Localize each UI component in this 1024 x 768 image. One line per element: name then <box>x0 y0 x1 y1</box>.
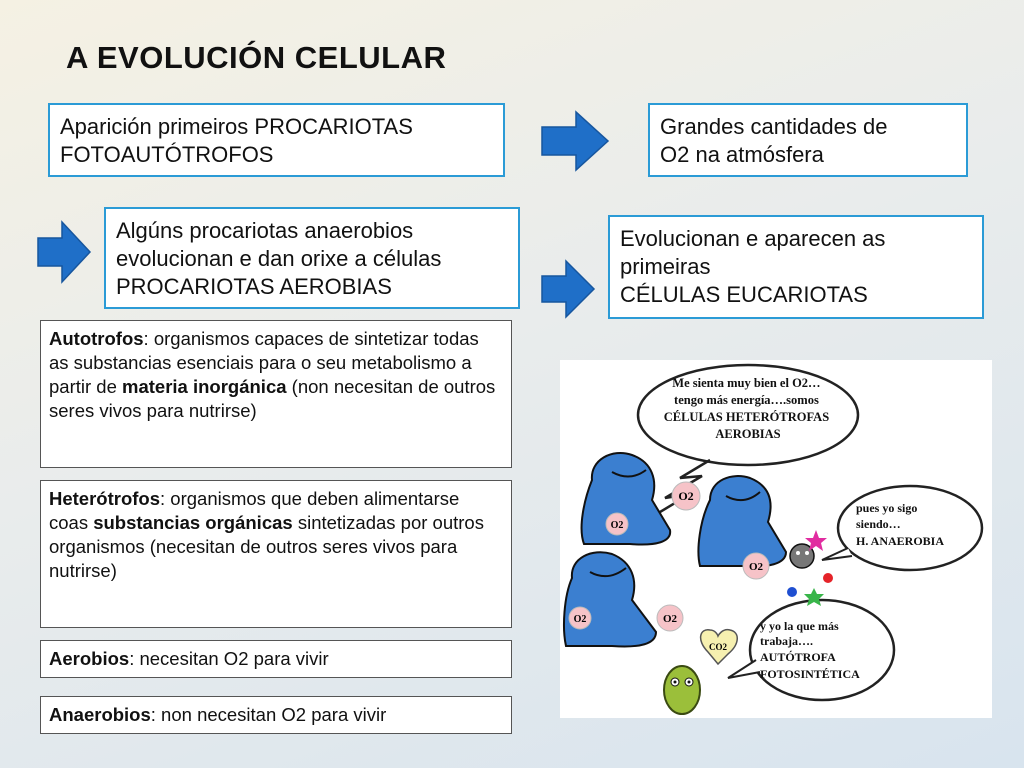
flow-box-line: Aparición primeiros PROCARIOTAS <box>60 114 413 139</box>
definition-term: Autotrofos <box>49 328 144 349</box>
star-icon <box>804 588 824 606</box>
bubble-bottom-line: y yo la que más <box>760 619 839 633</box>
definition-aerobios: Aerobios: necesitan O2 para vivir <box>40 640 512 678</box>
svg-text:pues yo sigo siendo…: pues yo sigo siendo… H. ANAEROBIA <box>856 501 944 548</box>
blue-cell-icon <box>580 452 672 546</box>
definition-autotrofos: Autotrofos: organismos capaces de sintet… <box>40 320 512 468</box>
grey-creature-icon <box>789 543 815 569</box>
bubble-top-line: AEROBIAS <box>715 427 780 441</box>
right-arrow-icon <box>37 220 92 284</box>
definition-heterotrofos: Heterótrofos: organismos que deben alime… <box>40 480 512 628</box>
bubble-middle-line: pues yo sigo <box>856 501 917 515</box>
cartoon-illustration: Me sienta muy bien el O2… tengo más ener… <box>560 360 992 718</box>
bubble-bottom-line: AUTÓTROFA <box>760 650 836 664</box>
definition-bold-text: substancias orgánicas <box>93 512 293 533</box>
flow-box-line: O2 na atmósfera <box>660 142 824 167</box>
o2-bubble-icon <box>742 552 770 580</box>
blue-cell-icon <box>563 551 658 648</box>
definition-term: Aerobios <box>49 648 130 669</box>
o2-bubble-icon <box>656 604 684 632</box>
blue-cell-icon <box>697 475 788 568</box>
flow-box-line: Grandes cantidades de <box>660 114 888 139</box>
flow-box-procariotas-fotoautotrofos: Aparición primeiros PROCARIOTAS FOTOAUTÓ… <box>48 103 505 177</box>
definition-text: : organismos que deben alimentarse coas <box>49 488 460 533</box>
flow-box-celulas-eucariotas: Evolucionan e aparecen as primeiras CÉLU… <box>608 215 984 319</box>
o2-label: O2 <box>749 561 764 573</box>
flow-box-o2-atmosfera: Grandes cantidades de O2 na atmósfera <box>648 103 968 177</box>
bubble-middle-line: H. ANAEROBIA <box>856 534 944 548</box>
right-arrow-icon <box>541 259 596 319</box>
flow-box-line: evolucionan e dan orixe a células <box>116 246 442 271</box>
svg-text:y yo la que más trabaja…: y yo la que más trabaja…. AUTÓTROFA FOTO… <box>760 619 860 681</box>
flow-box-procariotas-aerobias: Algúns procariotas anaerobios evoluciona… <box>104 207 520 309</box>
dot-icon <box>787 587 797 597</box>
bubble-top-line: Me sienta muy bien el O2… <box>672 376 820 390</box>
bubble-bottom-line: trabaja…. <box>760 634 813 648</box>
speech-bubble-middle <box>836 484 984 572</box>
flow-box-line: PROCARIOTAS AEROBIAS <box>116 274 392 299</box>
definition-text: sintetizadas por outros organismos (nece… <box>49 512 484 581</box>
flow-box-line: Evolucionan e aparecen as <box>620 226 886 251</box>
definition-term: Heterótrofos <box>49 488 161 509</box>
bubble-top-line: CÉLULAS HETERÓTROFAS <box>664 410 829 424</box>
definition-anaerobios: Anaerobios: non necesitan O2 para vivir <box>40 696 512 734</box>
o2-bubble-icon <box>568 606 592 630</box>
bubble-top-line: tengo más energía….somos <box>674 393 819 407</box>
dot-icon <box>823 573 833 583</box>
definition-text: (non necesitan de outros seres vivos par… <box>49 376 496 421</box>
speech-bubble-top <box>636 363 860 467</box>
co2-heart-icon <box>699 628 738 666</box>
o2-bubble-icon <box>671 481 701 511</box>
definition-term: Anaerobios <box>49 704 151 725</box>
flow-box-line: primeiras <box>620 254 711 279</box>
o2-label: O2 <box>611 520 624 531</box>
flow-box-line: Algúns procariotas anaerobios <box>116 218 414 243</box>
green-creature-icon <box>663 665 701 715</box>
cartoon-drawing: Me sienta muy bien el O2… tengo más ener… <box>563 363 984 715</box>
star-icon <box>805 530 827 551</box>
o2-label: O2 <box>678 489 693 503</box>
o2-label: O2 <box>663 613 678 625</box>
page-title: A EVOLUCIÓN CELULAR <box>66 40 447 75</box>
bubble-bottom-line: FOTOSINTÉTICA <box>760 667 860 681</box>
o2-bubble-icon <box>605 512 629 536</box>
bubble-middle-line: siendo… <box>856 517 901 531</box>
definition-text: : non necesitan O2 para vivir <box>150 704 387 725</box>
definition-text: : necesitan O2 para vivir <box>129 648 329 669</box>
flow-box-line: FOTOAUTÓTROFOS <box>60 142 274 167</box>
definition-text: : organismos capaces de sintetizar todas… <box>49 328 479 397</box>
right-arrow-icon <box>541 110 610 172</box>
definition-bold-text: materia inorgánica <box>122 376 287 397</box>
flow-box-line: CÉLULAS EUCARIOTAS <box>620 282 868 307</box>
o2-label: O2 <box>574 614 587 625</box>
svg-text:Me sienta muy bien el O2…: Me sienta muy bien el O2… tengo más ener… <box>664 376 833 441</box>
speech-bubble-bottom <box>748 598 896 702</box>
co2-label: CO2 <box>709 642 728 652</box>
